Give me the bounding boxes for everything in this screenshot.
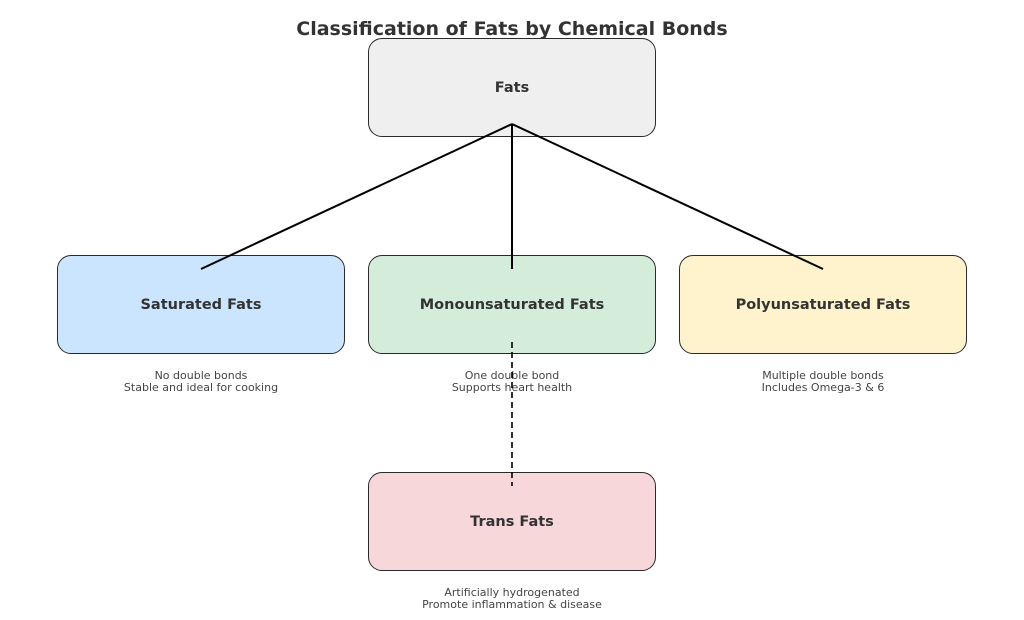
- description-line: Includes Omega-3 & 6: [761, 381, 885, 394]
- node-monounsaturated-fats: Monounsaturated Fats: [368, 255, 656, 354]
- node-polyunsaturated-fats: Polyunsaturated Fats: [679, 255, 967, 354]
- node-fats: Fats: [368, 38, 656, 137]
- monounsaturated-fats-description: One double bond Supports heart health: [362, 370, 662, 394]
- diagram-title: Classification of Fats by Chemical Bonds: [296, 18, 728, 40]
- description-line: Stable and ideal for cooking: [123, 381, 279, 394]
- description-line: Promote inflammation & disease: [422, 598, 602, 611]
- description-line: No double bonds: [154, 369, 248, 382]
- node-monounsaturated-fats-label: Monounsaturated Fats: [419, 296, 605, 313]
- node-trans-fats-label: Trans Fats: [470, 513, 554, 530]
- edge-fats-saturated: [200, 123, 513, 270]
- edge-fats-polyunsaturated: [511, 123, 824, 270]
- description-line: Artificially hydrogenated: [444, 586, 580, 599]
- saturated-fats-description: No double bonds Stable and ideal for coo…: [51, 370, 351, 394]
- node-fats-label: Fats: [494, 79, 530, 96]
- trans-fats-description: Artificially hydrogenated Promote inflam…: [362, 587, 662, 611]
- node-polyunsaturated-fats-label: Polyunsaturated Fats: [735, 296, 911, 313]
- node-saturated-fats-label: Saturated Fats: [140, 296, 262, 313]
- description-line: Multiple double bonds: [762, 369, 884, 382]
- node-trans-fats: Trans Fats: [368, 472, 656, 571]
- polyunsaturated-fats-description: Multiple double bonds Includes Omega-3 &…: [673, 370, 973, 394]
- node-saturated-fats: Saturated Fats: [57, 255, 345, 354]
- description-line: Supports heart health: [451, 381, 573, 394]
